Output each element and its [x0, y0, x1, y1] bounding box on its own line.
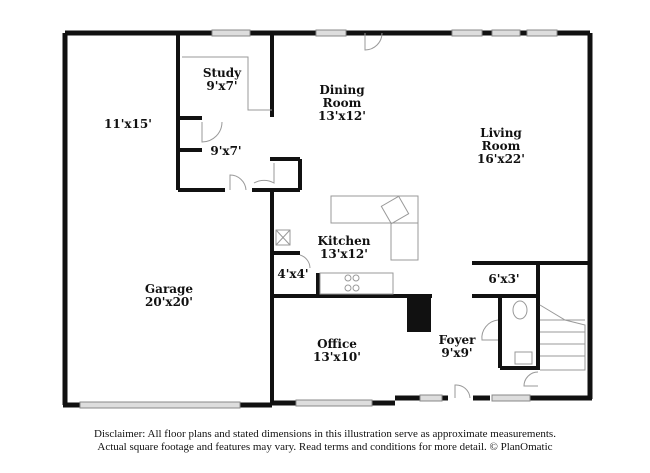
room-dims: 11'x15' [104, 117, 152, 131]
disclaimer-line-2: Actual square footage and features may v… [97, 441, 553, 453]
room-dims: 13'x10' [313, 350, 361, 364]
room-name: Foyer [438, 333, 476, 347]
room-dims: 13'x12' [320, 247, 368, 261]
room-dims: 9'x7' [210, 144, 242, 158]
windows [79, 29, 558, 409]
room-dims: 9'x9' [441, 346, 473, 360]
garage-door [79, 401, 241, 409]
room-name: Office [317, 337, 357, 351]
fireplace [407, 296, 431, 332]
room-name: Study [202, 66, 242, 80]
interior-walls [176, 33, 590, 405]
room-dims: 4'x4' [277, 267, 309, 281]
room-name: Garage [144, 282, 194, 296]
room-label-pantry: 4'x4' [277, 268, 308, 281]
room-dims: 6'x3' [488, 272, 520, 286]
room-label-hall: 9'x7' [210, 145, 241, 158]
room-dims: 13'x12' [318, 109, 366, 123]
room-name: Living Room [480, 126, 522, 153]
disclaimer-line-1: Disclaimer: All floor plans and stated d… [94, 428, 556, 440]
room-dims: 9'x7' [206, 79, 238, 93]
room-dims: 20'x20' [145, 295, 193, 309]
room-label-closet: 6'x3' [488, 273, 519, 286]
fixtures [182, 32, 586, 399]
room-name: Kitchen [317, 234, 371, 248]
room-name: Dining Room [319, 83, 365, 110]
room-label-garage-storage: 11'x15' [104, 118, 152, 131]
room-dims: 16'x22' [477, 152, 525, 166]
